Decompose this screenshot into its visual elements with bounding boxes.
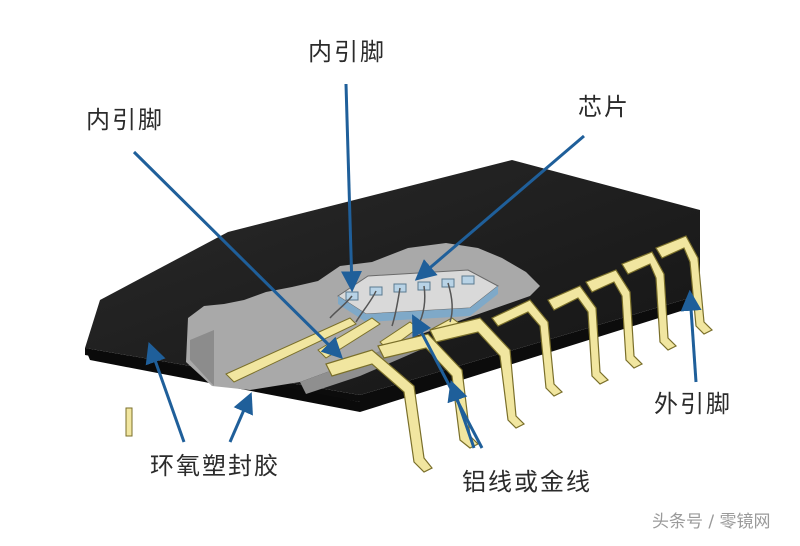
arrow-wire-2 [447, 380, 476, 449]
arrow-chip [414, 134, 585, 281]
label-chip: 芯片 [578, 93, 630, 121]
arrow-outer-pin [680, 289, 702, 383]
arrow-inner-pin-left [132, 150, 343, 359]
arrow-inner-pin-top [341, 83, 363, 293]
label-outer-pin: 外引脚 [654, 390, 732, 418]
front-pins [325, 317, 526, 473]
label-epoxy: 环氧塑封胶 [150, 452, 280, 480]
arrow-epoxy-1 [145, 342, 186, 443]
label-inner-pin-left: 内引脚 [86, 106, 164, 134]
arrow-epoxy-2 [228, 392, 253, 443]
label-wire: 铝线或金线 [462, 468, 592, 496]
label-inner-pin-top: 内引脚 [308, 38, 386, 66]
package-side [85, 295, 700, 412]
arrow-icon [132, 83, 702, 449]
watermark: 头条号 / 零镜网 [652, 512, 771, 532]
